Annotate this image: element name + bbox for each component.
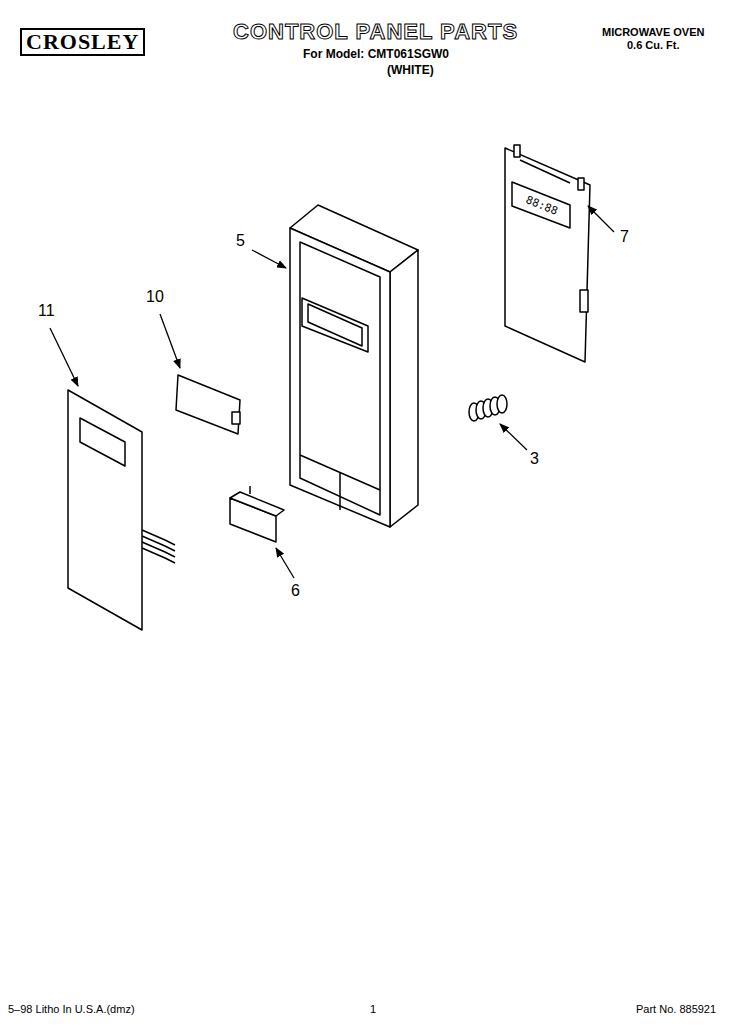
callout-number: 3 xyxy=(530,450,539,468)
display xyxy=(512,182,570,228)
housing-bezel xyxy=(300,242,380,515)
product-type: MICROWAVE OVEN xyxy=(602,26,704,38)
window-piece xyxy=(176,375,240,434)
leader-line xyxy=(276,548,294,578)
board-connector xyxy=(580,290,588,312)
touch-panel xyxy=(68,390,142,630)
title: CONTROL PANEL PARTS xyxy=(233,20,518,44)
board-trace xyxy=(520,160,570,183)
board-tab xyxy=(514,145,520,157)
callout-number: 11 xyxy=(38,302,55,320)
leader-line xyxy=(252,250,286,268)
model-number: For Model: CMT061SGW0 xyxy=(303,48,449,61)
leader-line xyxy=(500,424,527,450)
leader-line xyxy=(50,328,78,386)
housing-side xyxy=(390,250,418,527)
touch-panel-window xyxy=(80,418,125,466)
door-button-top xyxy=(230,492,284,516)
leader-line xyxy=(160,314,180,368)
button-post xyxy=(249,486,251,494)
brand-logo: CROSLEY xyxy=(20,28,145,56)
spring-coil xyxy=(497,395,507,413)
control-board xyxy=(505,148,590,362)
housing-divider xyxy=(339,472,341,510)
housing-window xyxy=(302,298,368,352)
board-tab xyxy=(578,178,584,190)
ribbon-cable xyxy=(142,548,175,563)
window-clip xyxy=(232,412,240,424)
part-number: Part No. 885921 xyxy=(636,1003,716,1015)
housing-window-inner xyxy=(308,304,362,346)
callout-number: 10 xyxy=(146,288,164,306)
callout-number: 7 xyxy=(620,228,629,246)
print-note: 5–98 Litho In U.S.A.(dmz) xyxy=(8,1003,135,1015)
color-note: (WHITE) xyxy=(387,64,434,77)
callout-number: 5 xyxy=(236,232,245,250)
leader-line xyxy=(588,206,614,232)
page-number: 1 xyxy=(370,1003,376,1015)
callout-number: 6 xyxy=(291,582,300,600)
capacity: 0.6 Cu. Ft. xyxy=(627,39,680,51)
housing-front xyxy=(290,228,390,527)
